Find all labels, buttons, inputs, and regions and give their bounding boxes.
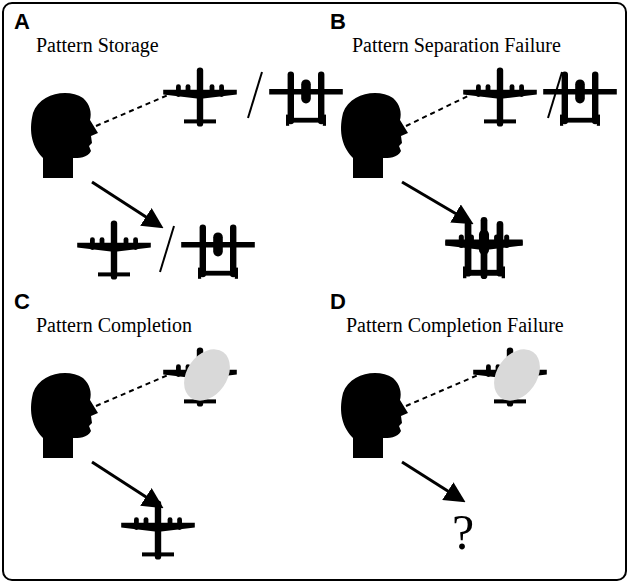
panel-title: Pattern Completion <box>36 314 192 336</box>
panel-title: Pattern Separation Failure <box>352 34 561 56</box>
panel-title: Pattern Completion Failure <box>346 314 564 336</box>
panel-letter: D <box>330 290 346 314</box>
panel-letter: C <box>14 290 30 314</box>
panel-title: Pattern Storage <box>36 34 159 56</box>
unknown-mark: ? <box>452 505 474 560</box>
panel-letter: B <box>330 10 346 34</box>
panel-letter: A <box>14 10 30 34</box>
